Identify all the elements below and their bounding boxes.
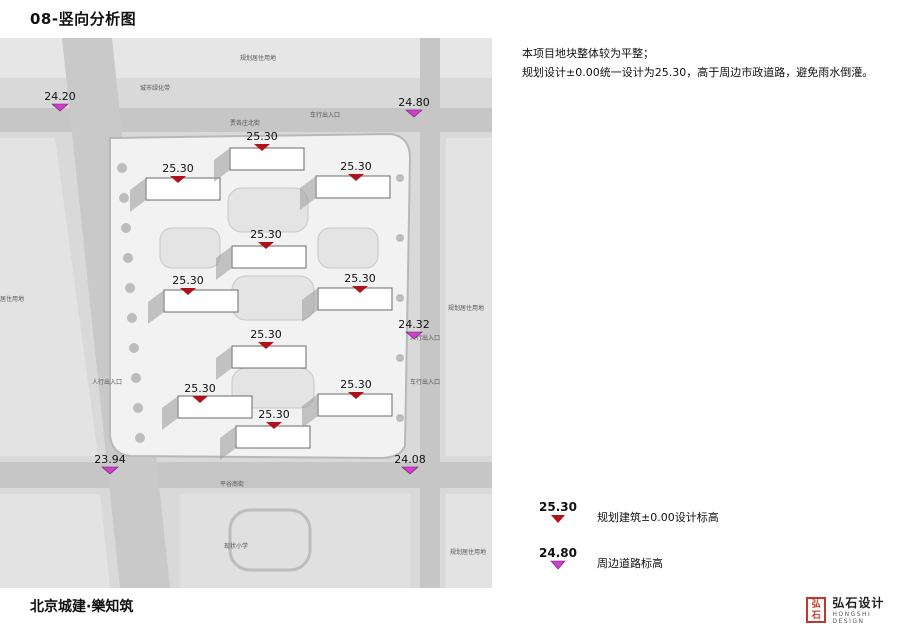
east-road: [420, 38, 440, 588]
building: [317, 287, 393, 311]
building-elevation-triangle-icon: [180, 288, 196, 295]
legend-label: 周边道路标高: [597, 557, 663, 570]
building-elevation-triangle-icon: [348, 392, 364, 399]
road-elevation-triangle-icon: [401, 466, 419, 475]
page-title: 08-竖向分析图: [30, 10, 137, 28]
building-elevation-label: 25.30: [250, 328, 282, 341]
building-elevation-triangle-icon: [348, 174, 364, 181]
road-elevation-label: 24.20: [44, 90, 76, 103]
map-label-north-gate: 车行出入口: [310, 111, 340, 119]
road-elevation-label: 24.32: [398, 318, 430, 331]
west-land: [0, 138, 98, 456]
legend-item-building: 25.30 规划建筑±0.00设计标高: [535, 500, 719, 525]
road-elevation-triangle-icon: [101, 466, 119, 475]
building-elevation-label: 25.30: [340, 160, 372, 173]
project-name: 北京城建·樂知筑: [30, 599, 134, 615]
map-label-school: 现状小学: [224, 542, 248, 550]
school-track: [228, 508, 312, 572]
road-elevation-label: 24.08: [394, 453, 426, 466]
site-plan: 规划居住用地 城市绿化带 贾各庄北街 车行出入口 居住用地 规划居住用地 人行出…: [0, 38, 492, 588]
map-label-east-gate: 人行出入口: [410, 334, 440, 342]
map-label-east-land: 规划居住用地: [448, 304, 484, 312]
building-elevation-label: 25.30: [162, 162, 194, 175]
building-elevation-label: 25.30: [250, 228, 282, 241]
map-label-south-street: 平谷南街: [220, 480, 244, 488]
road-elevation-label: 24.80: [398, 96, 430, 109]
building: [231, 345, 307, 369]
building: [163, 289, 239, 313]
building: [235, 425, 311, 449]
building-elevation-triangle-icon: [254, 144, 270, 151]
road-elevation-label: 23.94: [94, 453, 126, 466]
description: 本项目地块整体较为平整； 规划设计±0.00统一设计为25.30，高于周边市政道…: [522, 44, 882, 82]
legend-value: 25.30: [539, 500, 577, 514]
building-elevation-label: 25.30: [184, 382, 216, 395]
south-street: [0, 462, 492, 488]
building-elevation-triangle-icon: [352, 286, 368, 293]
map-label-top-land: 规划居住用地: [240, 54, 276, 62]
building-elevation-label: 25.30: [340, 378, 372, 391]
building-elevation-triangle-icon: [258, 342, 274, 349]
building: [145, 177, 221, 201]
road-elevation-triangle-icon: [405, 331, 423, 340]
map-label-west-land: 居住用地: [0, 295, 24, 303]
building-elevation-label: 25.30: [258, 408, 290, 421]
building-elevation-triangle-icon: [170, 176, 186, 183]
tree-belt: [117, 163, 404, 443]
magenta-triangle-icon: [550, 560, 566, 570]
site-plan-drawing: 规划居住用地 城市绿化带 贾各庄北街 车行出入口 居住用地 规划居住用地 人行出…: [0, 38, 492, 588]
south-land: [180, 494, 410, 588]
building-elevation-label: 25.30: [172, 274, 204, 287]
map-label-green-belt: 城市绿化带: [140, 84, 170, 92]
building-elevation-label: 25.30: [246, 130, 278, 143]
southwest-land: [0, 494, 110, 588]
road-elevation-triangle-icon: [405, 109, 423, 118]
logo-en: HONGSHI DESIGN: [832, 611, 872, 625]
company-logo: 弘石 弘石设计 HONGSHI DESIGN: [806, 594, 900, 625]
logo-cn: 弘石设计: [832, 596, 885, 610]
building: [177, 395, 253, 419]
map-label-north-street: 贾各庄北街: [230, 119, 260, 127]
southeast-land: [446, 494, 492, 588]
building: [315, 175, 391, 199]
road-elevation-markers: 24.20 24.80 24.32 23.94 24.08: [44, 90, 430, 475]
building: [231, 245, 307, 269]
description-line: 规划设计±0.00统一设计为25.30，高于周边市政道路，避免雨水倒灌。: [522, 66, 874, 79]
legend-value: 24.80: [539, 546, 577, 560]
building-elevation-markers: 25.30 25.30 25.30 25.30 25.30 25.30 25.30 25.30…: [162, 130, 376, 429]
building: [229, 147, 305, 171]
legend-label: 规划建筑±0.00设计标高: [597, 511, 719, 524]
building-elevation-triangle-icon: [192, 396, 208, 403]
road-elevation-triangle-icon: [51, 103, 69, 112]
building-elevation-triangle-icon: [258, 242, 274, 249]
logo-mark-icon: 弘石: [806, 596, 827, 623]
map-label-se-land: 规划居住用地: [450, 548, 486, 556]
red-triangle-icon: [551, 515, 565, 523]
building-elevation-label: 25.30: [344, 272, 376, 285]
description-line: 本项目地块整体较为平整；: [522, 47, 654, 60]
legend-item-road: 24.80 周边道路标高: [535, 546, 663, 571]
building-shadows: [130, 148, 318, 460]
building-elevation-triangle-icon: [266, 422, 282, 429]
map-label-west-gate: 人行出入口: [92, 378, 122, 386]
east-land: [446, 138, 492, 456]
map-label-east-gate2: 车行出入口: [410, 378, 440, 386]
